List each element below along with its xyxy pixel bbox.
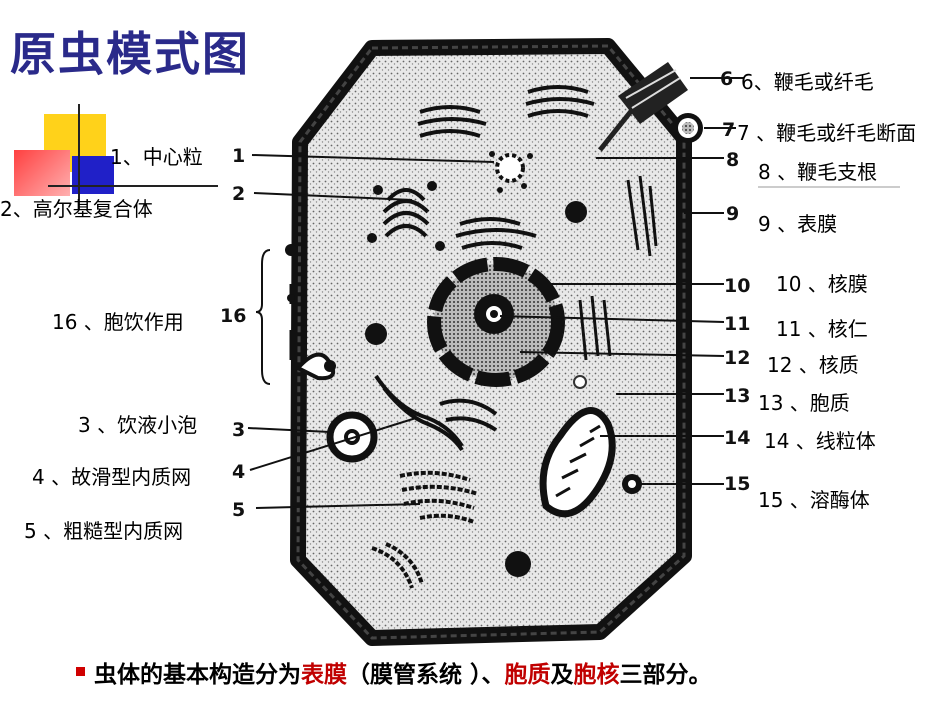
num-16: 16 bbox=[220, 305, 246, 327]
centriole bbox=[489, 151, 533, 193]
num-12: 12 bbox=[724, 347, 750, 369]
summary-part-1: 虫体的基本构造分为 bbox=[94, 662, 301, 688]
summary-part-7: 三部分。 bbox=[619, 662, 712, 688]
summary-pellicle: 表膜 bbox=[301, 662, 347, 688]
horizontal-line bbox=[48, 185, 218, 187]
right-er bbox=[578, 175, 658, 361]
pinocytosis bbox=[285, 244, 336, 381]
red-square bbox=[14, 150, 70, 196]
label-nuclear-membrane: 10 、核膜 bbox=[776, 272, 868, 296]
label-flagellum-root: 8 、鞭毛支根 bbox=[758, 160, 878, 184]
flagellum-cross-section bbox=[673, 113, 703, 143]
upper-er bbox=[417, 85, 595, 250]
leader-lines bbox=[247, 77, 744, 509]
vertical-line bbox=[78, 104, 80, 210]
num-4: 4 bbox=[232, 461, 245, 483]
vesicle-dark-left bbox=[365, 323, 387, 345]
num-11: 11 bbox=[724, 313, 750, 335]
summary-text: 虫体的基本构造分为表膜（膜管系统 ）、胞质及胞核三部分。 bbox=[94, 655, 712, 689]
label-pellicle: 9 、表膜 bbox=[758, 212, 838, 236]
summary-part-3: （膜管系统 ）、 bbox=[347, 662, 505, 688]
label-nucleoplasm: 12 、核质 bbox=[767, 353, 859, 377]
summary-nucleus: 胞核 bbox=[573, 662, 620, 688]
num-6: 6 bbox=[720, 68, 733, 90]
label-golgi: 2、高尔基复合体 bbox=[0, 197, 153, 221]
vesicle-light bbox=[573, 375, 587, 389]
lysosome-core bbox=[628, 480, 636, 488]
num-15: 15 bbox=[724, 473, 750, 495]
smooth-er bbox=[374, 374, 498, 452]
flagellum bbox=[598, 62, 688, 152]
label-pinocytic-vesicle: 3 、饮液小泡 bbox=[78, 413, 198, 437]
vesicle-bottom bbox=[505, 551, 531, 577]
num-10: 10 bbox=[724, 275, 750, 297]
bullet-icon bbox=[76, 667, 85, 676]
label-mitochondrion: 14 、线粒体 bbox=[764, 429, 876, 453]
label-rough-er: 5 、粗糙型内质网 bbox=[24, 519, 184, 543]
num-5: 5 bbox=[232, 499, 245, 521]
summary-cytoplasm: 胞质 bbox=[504, 662, 551, 688]
label-8-underline bbox=[758, 186, 900, 188]
label-centriole: 1、中心粒 bbox=[110, 145, 203, 169]
num-8: 8 bbox=[726, 149, 739, 171]
num-9: 9 bbox=[726, 203, 739, 225]
num-2: 2 bbox=[232, 183, 245, 205]
label-smooth-er: 4 、故滑型内质网 bbox=[32, 465, 192, 489]
pinocytic-vesicle bbox=[326, 411, 378, 463]
num-7: 7 bbox=[722, 119, 735, 141]
label-nucleolus: 11 、核仁 bbox=[776, 317, 868, 341]
mitochondrion bbox=[539, 407, 616, 518]
num-14: 14 bbox=[724, 427, 750, 449]
label-pinocytosis: 16 、胞饮作用 bbox=[52, 310, 184, 334]
num-1: 1 bbox=[232, 145, 245, 167]
label-flagellum: 6、鞭毛或纤毛 bbox=[741, 70, 874, 94]
vesicle-dark bbox=[565, 201, 587, 223]
label-cytoplasm: 13 、胞质 bbox=[758, 391, 850, 415]
golgi-apparatus bbox=[367, 181, 445, 251]
num-13: 13 bbox=[724, 385, 750, 407]
page-title: 原虫模式图 bbox=[10, 27, 250, 81]
num-3: 3 bbox=[232, 419, 245, 441]
rough-er bbox=[371, 470, 479, 589]
nucleus bbox=[427, 257, 565, 387]
summary-part-5: 及 bbox=[550, 662, 574, 688]
label-lysosome: 15 、溶酶体 bbox=[758, 488, 870, 512]
label-flagellum-section: 7 、鞭毛或纤毛断面 bbox=[737, 121, 917, 145]
